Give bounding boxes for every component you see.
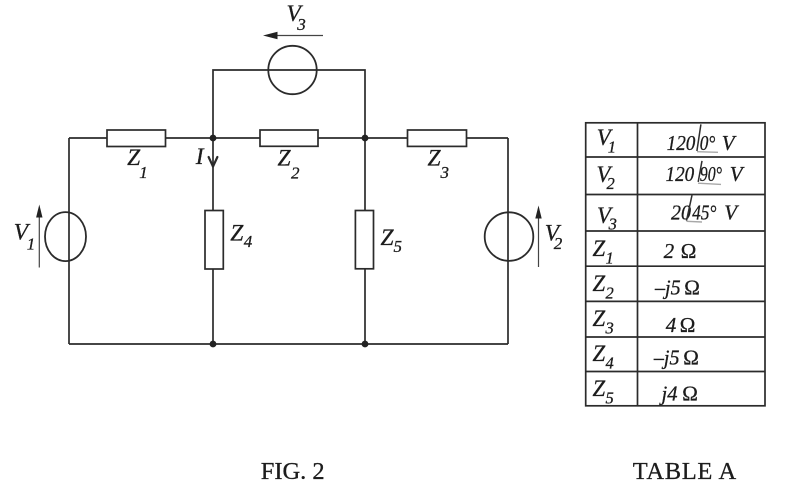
svg-text:Ω: Ω xyxy=(681,239,697,263)
svg-text:2: 2 xyxy=(606,284,614,303)
svg-text:Z: Z xyxy=(593,376,606,401)
svg-text:j4: j4 xyxy=(659,381,678,405)
svg-text:120: 120 xyxy=(666,162,695,186)
svg-text:4: 4 xyxy=(244,232,253,251)
svg-text:0°: 0° xyxy=(700,131,716,155)
svg-text:V: V xyxy=(724,201,739,225)
svg-text:Z: Z xyxy=(593,306,606,331)
svg-text:Ω: Ω xyxy=(683,346,699,370)
svg-text:Z: Z xyxy=(278,146,292,172)
svg-text:TABLE A: TABLE A xyxy=(633,458,737,485)
svg-text:V: V xyxy=(730,162,745,186)
svg-text:Z: Z xyxy=(593,271,606,296)
svg-text:Ω: Ω xyxy=(682,381,698,405)
svg-text:2: 2 xyxy=(554,234,563,253)
svg-text:I: I xyxy=(195,144,205,170)
svg-text:Z: Z xyxy=(428,146,442,172)
svg-text:3: 3 xyxy=(440,163,450,182)
svg-text:5: 5 xyxy=(606,389,614,408)
svg-text:4: 4 xyxy=(606,354,614,373)
svg-text:FIG. 2: FIG. 2 xyxy=(261,458,325,485)
svg-text:45°: 45° xyxy=(692,201,717,225)
svg-text:Z: Z xyxy=(593,236,606,261)
svg-text:1: 1 xyxy=(608,138,616,157)
svg-text:Ω: Ω xyxy=(680,313,696,337)
svg-text:3: 3 xyxy=(605,319,614,338)
svg-text:2: 2 xyxy=(664,239,675,263)
svg-text:3: 3 xyxy=(296,15,306,34)
svg-text:1: 1 xyxy=(27,234,36,253)
svg-text:V: V xyxy=(597,203,614,228)
svg-text:Z: Z xyxy=(230,221,244,247)
svg-text:2: 2 xyxy=(607,174,615,193)
svg-text:V: V xyxy=(545,220,562,246)
svg-text:V: V xyxy=(597,125,614,150)
svg-text:Z: Z xyxy=(381,225,395,251)
svg-text:1: 1 xyxy=(139,163,148,182)
svg-text:3: 3 xyxy=(608,215,617,234)
svg-text:4: 4 xyxy=(666,313,677,337)
svg-text:2: 2 xyxy=(291,163,300,182)
svg-text:Z: Z xyxy=(127,145,141,171)
svg-text:V: V xyxy=(287,1,304,27)
svg-text:–j5: –j5 xyxy=(654,276,681,300)
svg-text:V: V xyxy=(14,220,31,246)
svg-text:1: 1 xyxy=(606,249,614,268)
svg-text:V: V xyxy=(722,131,737,155)
svg-text:90°: 90° xyxy=(700,162,723,186)
svg-text:Z: Z xyxy=(593,341,606,366)
svg-text:–j5: –j5 xyxy=(653,346,680,370)
svg-text:5: 5 xyxy=(394,237,403,256)
svg-text:Ω: Ω xyxy=(684,276,700,300)
svg-text:120: 120 xyxy=(667,131,696,155)
svg-text:V: V xyxy=(597,162,614,187)
